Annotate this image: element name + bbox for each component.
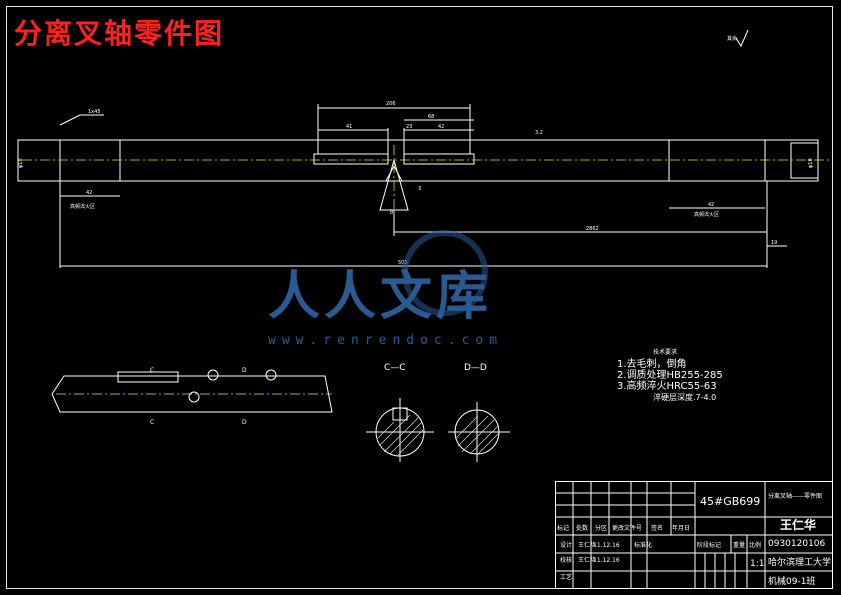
dim-hole-space: 23 — [406, 124, 412, 130]
note-line-4: 淬硬层深度.7-4.0 — [653, 393, 717, 402]
tb-student-id: 0930120106 — [768, 539, 826, 549]
dim-left-offset: 42 — [86, 190, 92, 196]
tb-std: 标准化 — [634, 542, 653, 549]
dim-small-8: 8 — [390, 210, 393, 216]
tb-date: 年月日 — [672, 525, 691, 532]
tb-design: 设计 — [560, 542, 573, 549]
tb-stage: 阶段标记 — [697, 542, 722, 549]
notes-heading: 技术要求 — [653, 349, 678, 356]
tb-count: 处数 — [576, 525, 589, 532]
dim-left-dia: φ18 — [18, 158, 24, 168]
cut-mark-d-bottom: D — [242, 419, 247, 426]
dim-chamfer: 1x45 — [88, 109, 101, 115]
tb-class: 机械09-1班 — [768, 577, 816, 587]
note-line-2: 2.调质处理HB255-285 — [617, 370, 723, 381]
label-left-harden: 高频淬火区 — [70, 203, 95, 210]
dim-slot-left: 41 — [346, 124, 352, 130]
title-block — [555, 481, 833, 589]
dim-bottom-inner: 2862 — [586, 226, 599, 232]
drawing-title: 分离叉轴零件图 — [14, 17, 225, 50]
slot-right — [403, 153, 475, 165]
partial-view — [51, 375, 333, 413]
tb-name1: 王仁华 — [578, 542, 597, 549]
tb-sign: 签名 — [651, 525, 664, 532]
note-line-3: 3.高频淬火HRC55-63 — [617, 381, 717, 392]
watermark-text: 人人文库 — [268, 266, 493, 327]
cut-mark-c-bottom: C — [150, 419, 154, 426]
watermark-logo-icon — [402, 230, 488, 316]
dim-slot-span: 206 — [386, 101, 396, 107]
note-line-1: 1.去毛刺，倒角 — [617, 359, 687, 370]
dim-slot-right-total: 68 — [428, 114, 434, 120]
tb-date1: 11.12.16 — [593, 542, 620, 549]
section-cc-label: C—C — [384, 363, 406, 373]
tb-process: 工艺 — [560, 574, 573, 581]
technical-notes: 技术要求 1.去毛刺，倒角 2.调质处理HB255-285 3.高频淬火HRC5… — [617, 347, 723, 403]
tb-material: 45#GB699 — [700, 495, 761, 508]
dim-slot-right: 42 — [438, 124, 444, 130]
tb-date2: 11.12.16 — [593, 557, 620, 564]
shaft-outline — [17, 139, 819, 182]
dim-right-dia: φ18 — [808, 158, 814, 168]
label-right-harden: 高频淬火区 — [694, 211, 719, 218]
tb-part-name: 分离叉轴——零件图 — [768, 493, 823, 500]
tb-check: 校核 — [560, 557, 573, 564]
tb-name2: 王仁华 — [578, 557, 597, 564]
dim-small-3: 3 — [418, 186, 421, 192]
tb-author: 王仁华 — [780, 518, 817, 532]
dim-right-offset: 42 — [708, 202, 714, 208]
roughness-note: 其余 — [727, 35, 737, 42]
watermark-url: www.renrendoc.com — [268, 333, 504, 348]
cut-mark-c-top: C — [150, 367, 154, 374]
tb-weight: 重量 — [733, 542, 746, 549]
dim-overall: 500 — [398, 260, 408, 266]
tb-scale: 1:1 — [750, 559, 765, 569]
section-dd-label: D—D — [464, 363, 487, 373]
tb-zone: 分区 — [595, 525, 608, 532]
tb-ratio: 比例 — [749, 542, 762, 549]
tb-mark: 标记 — [557, 525, 570, 532]
dim-angle: 3.2 — [535, 130, 543, 136]
dim-right-end: 19 — [771, 240, 777, 246]
tb-school: 哈尔滨理工大学 — [768, 558, 832, 568]
cut-mark-d-top: D — [242, 367, 247, 374]
slot-left — [313, 153, 389, 165]
drawing-frame — [6, 6, 833, 589]
tb-file-no: 更改文件号 — [612, 525, 643, 532]
